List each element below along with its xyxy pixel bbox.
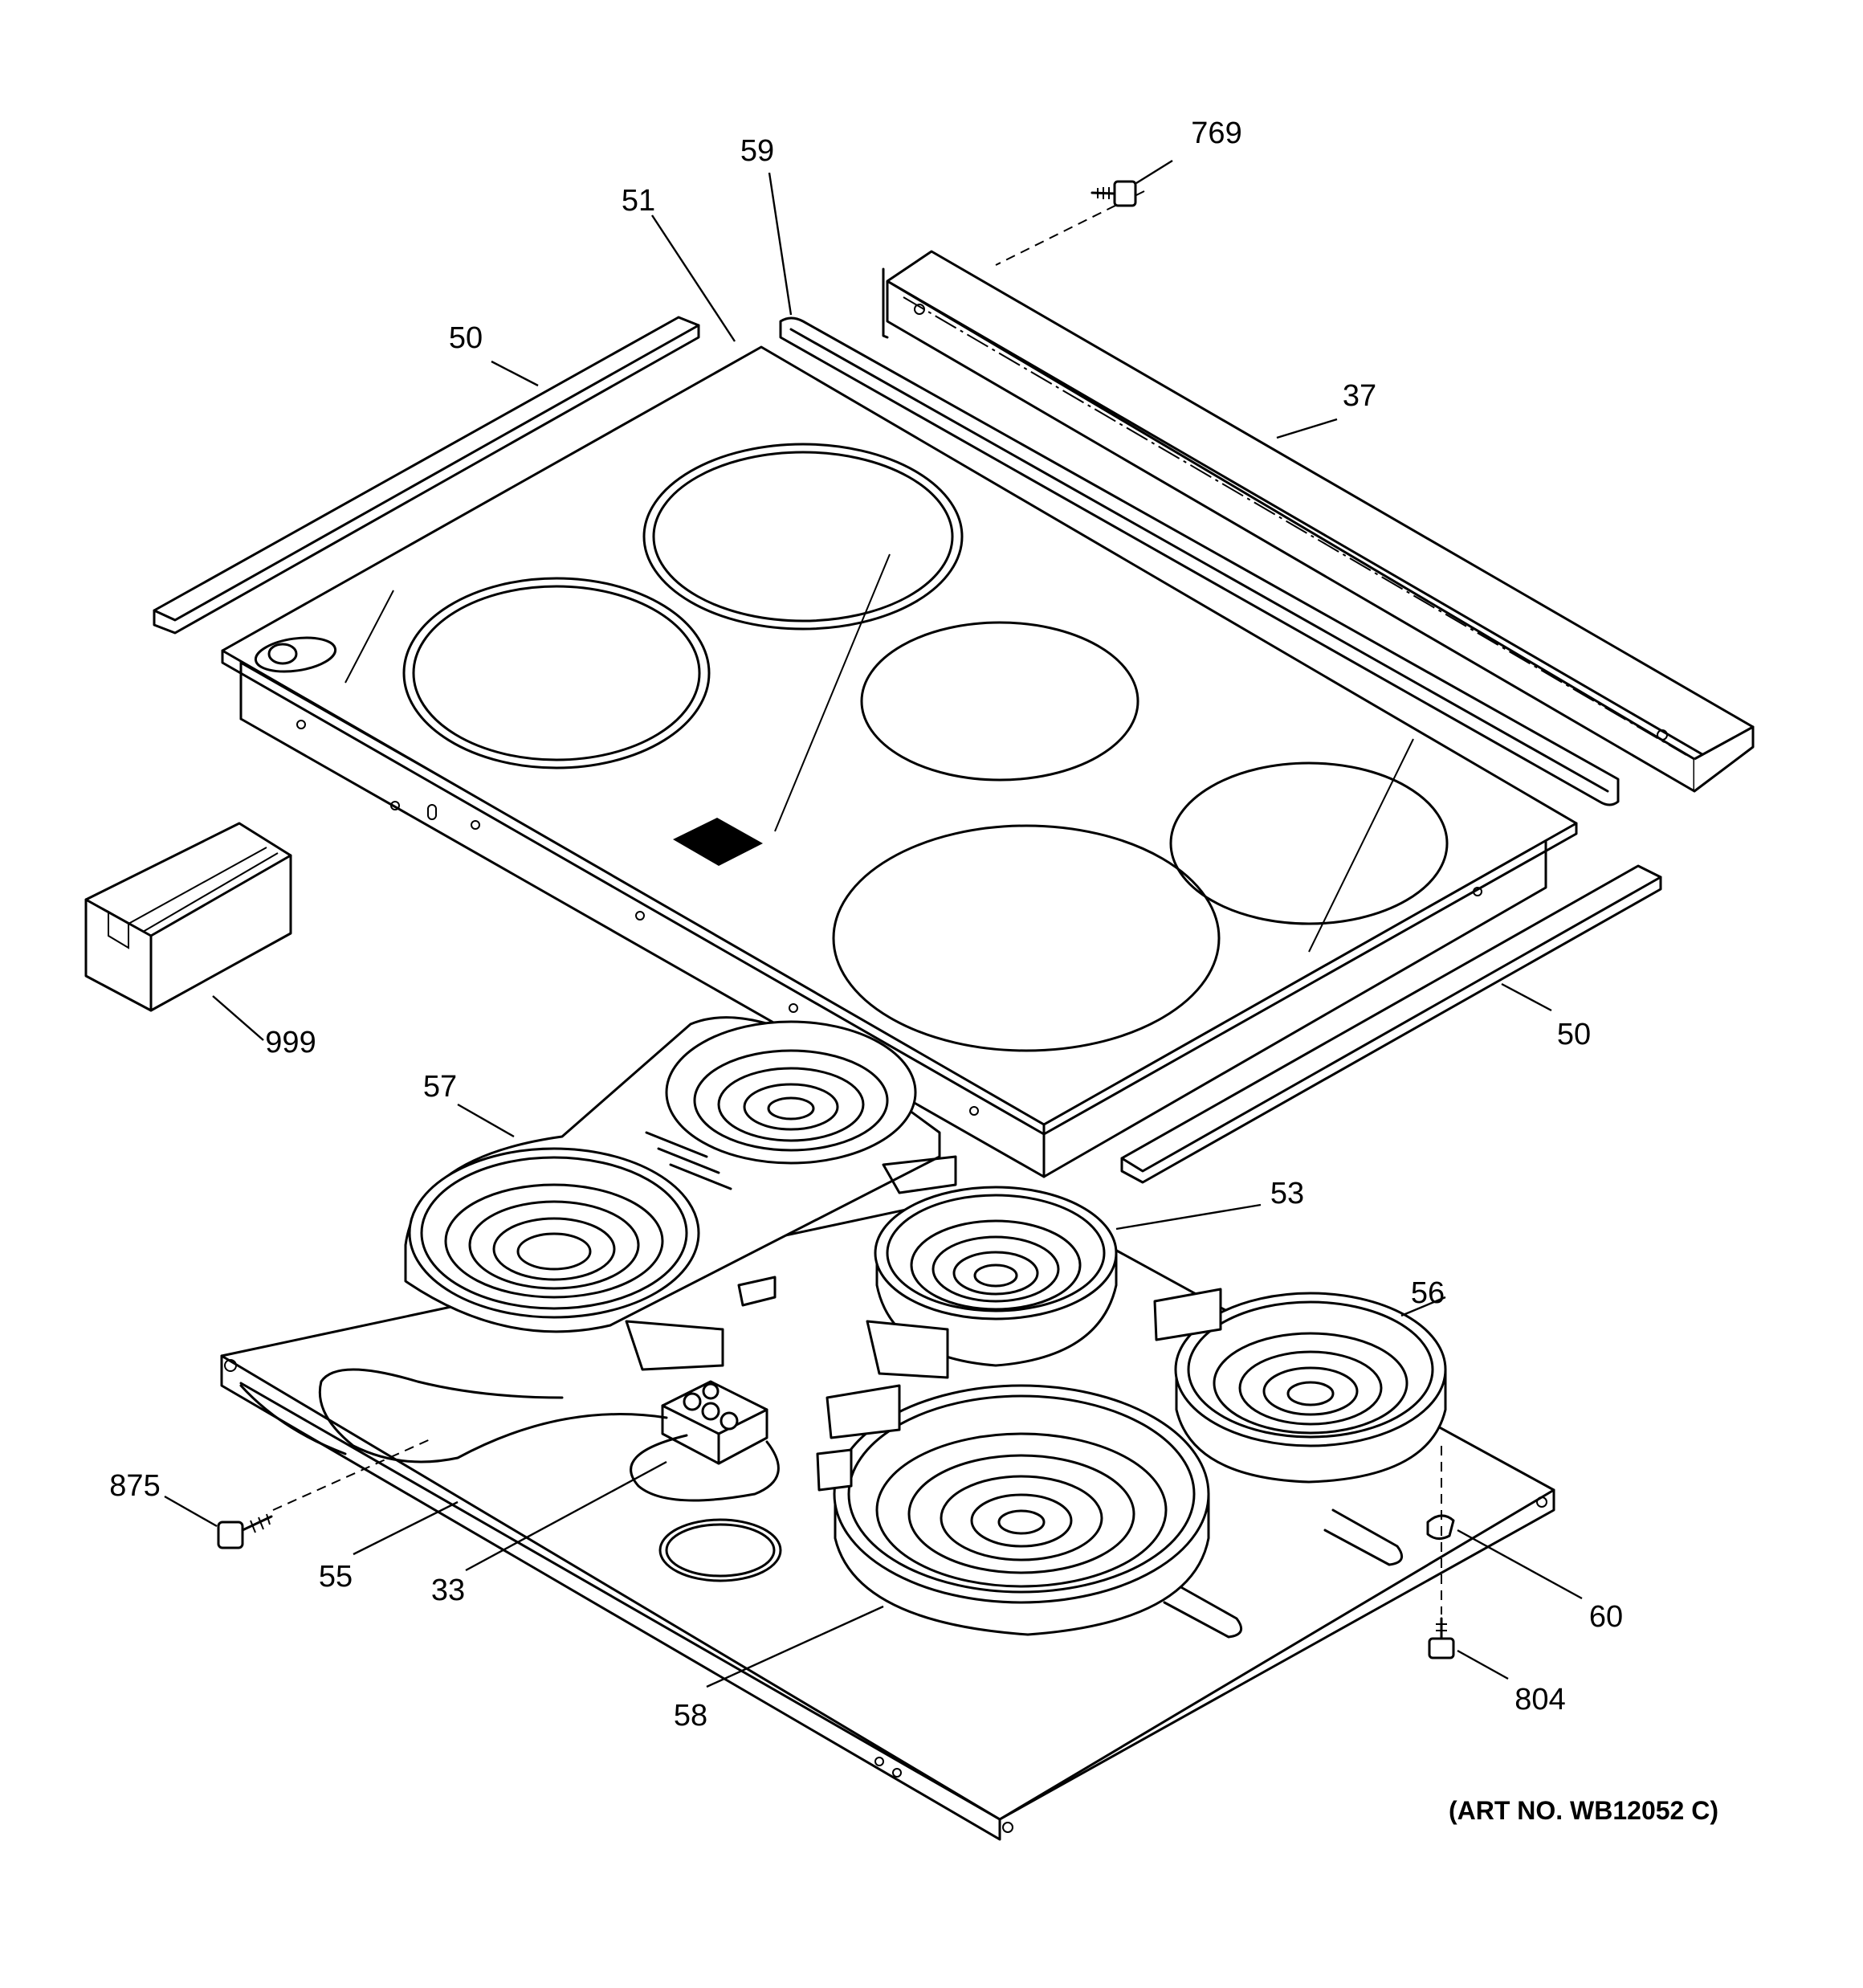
trim-strip-right [1120, 864, 1662, 1184]
dual-burner-assembly [404, 1016, 957, 1371]
burner-53 [866, 1186, 1118, 1379]
trim-strip-rear [779, 316, 1620, 806]
callout-55: 55 [319, 1560, 353, 1594]
art-number: (ART NO. WB12052 C) [1449, 1796, 1718, 1825]
screw-875 [217, 1437, 434, 1549]
callout-769: 769 [1191, 116, 1241, 150]
trim-strip-left [153, 316, 700, 635]
literature-box [84, 822, 292, 1012]
callout-57: 57 [423, 1070, 457, 1104]
callout-59: 59 [740, 134, 774, 168]
callout-999: 999 [265, 1026, 316, 1059]
glass-cooktop [221, 345, 1578, 1178]
callout-33: 33 [431, 1574, 465, 1607]
callout-53: 53 [1270, 1177, 1304, 1210]
burner-56 [1153, 1288, 1447, 1484]
leader-lines [164, 159, 1583, 1688]
callout-58: 58 [674, 1699, 707, 1733]
terminal-block [239, 1368, 782, 1582]
rear-bracket [882, 250, 1755, 793]
callout-37: 37 [1343, 379, 1376, 413]
burner-58 [816, 1384, 1210, 1636]
clip-60 [1426, 1446, 1455, 1614]
callout-50-right: 50 [1557, 1018, 1591, 1051]
screw-769 [995, 180, 1145, 266]
callout-labels: 769 59 51 50 37 999 50 57 53 56 875 55 3… [109, 116, 1718, 1825]
callout-804: 804 [1514, 1683, 1565, 1717]
screw-804 [1428, 1617, 1455, 1659]
callout-50-top: 50 [449, 321, 483, 355]
callout-60: 60 [1589, 1600, 1623, 1634]
callout-51: 51 [622, 184, 655, 218]
callout-875: 875 [109, 1469, 160, 1503]
callout-56: 56 [1411, 1276, 1445, 1310]
